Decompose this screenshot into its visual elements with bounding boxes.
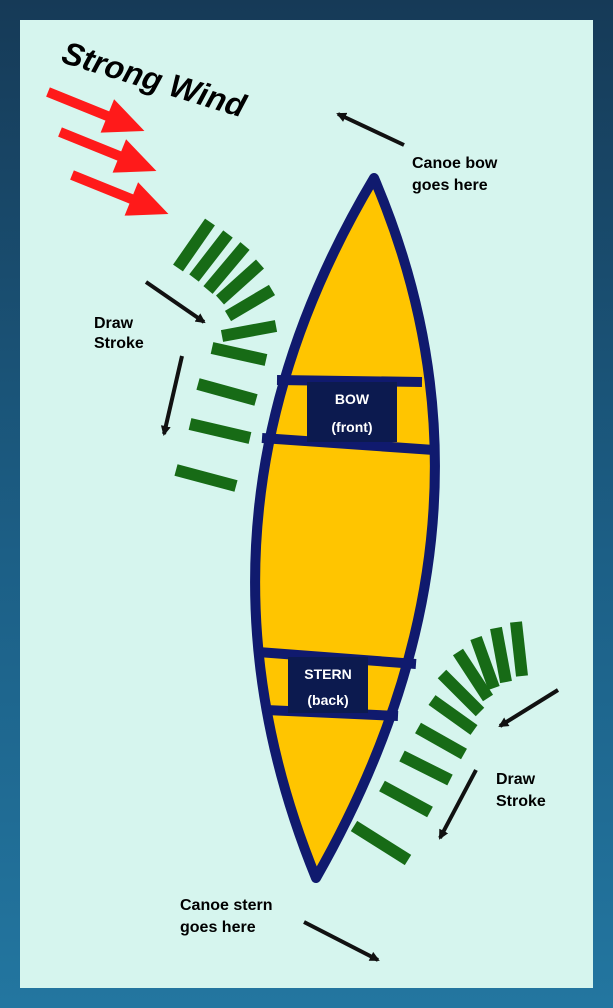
stroke-mark bbox=[176, 470, 236, 486]
stroke-mark bbox=[190, 424, 250, 438]
draw-stroke-left-arrow-down bbox=[164, 356, 182, 434]
draw-stroke-left-line1: Draw bbox=[94, 315, 134, 332]
stroke-mark bbox=[496, 628, 506, 682]
bow-callout-line2: goes here bbox=[412, 177, 488, 194]
stroke-mark bbox=[212, 348, 266, 360]
draw-stroke-left-line2: Stroke bbox=[94, 335, 144, 352]
stern-seat: STERN (back) bbox=[288, 657, 368, 713]
stern-seat-sublabel: (back) bbox=[307, 692, 348, 708]
draw-stroke-marks-left bbox=[176, 222, 276, 486]
draw-stroke-left-arrow-in bbox=[146, 282, 204, 322]
stroke-mark bbox=[418, 728, 464, 754]
wind-arrows bbox=[41, 75, 175, 230]
bow-seat-sublabel: (front) bbox=[331, 419, 372, 435]
bow-seat-label: BOW bbox=[335, 391, 370, 407]
stroke-mark bbox=[382, 786, 430, 812]
stroke-mark bbox=[402, 756, 450, 780]
stroke-mark bbox=[354, 826, 408, 860]
canoe-hull bbox=[255, 178, 435, 878]
stern-callout-arrow bbox=[304, 922, 378, 960]
bow-callout-line1: Canoe bow bbox=[412, 155, 498, 172]
draw-stroke-right-line1: Draw bbox=[496, 771, 536, 788]
bow-seat: BOW (front) bbox=[307, 382, 397, 442]
draw-stroke-right-arrow-in bbox=[500, 690, 558, 726]
stroke-mark bbox=[198, 384, 256, 400]
stroke-mark bbox=[222, 326, 276, 336]
stroke-mark bbox=[516, 622, 522, 676]
stern-callout-line2: goes here bbox=[180, 919, 256, 936]
stern-seat-label: STERN bbox=[304, 666, 351, 682]
draw-stroke-right-line2: Stroke bbox=[496, 793, 546, 810]
bow-callout-arrow bbox=[338, 114, 404, 145]
stern-callout-line1: Canoe stern bbox=[180, 897, 272, 914]
